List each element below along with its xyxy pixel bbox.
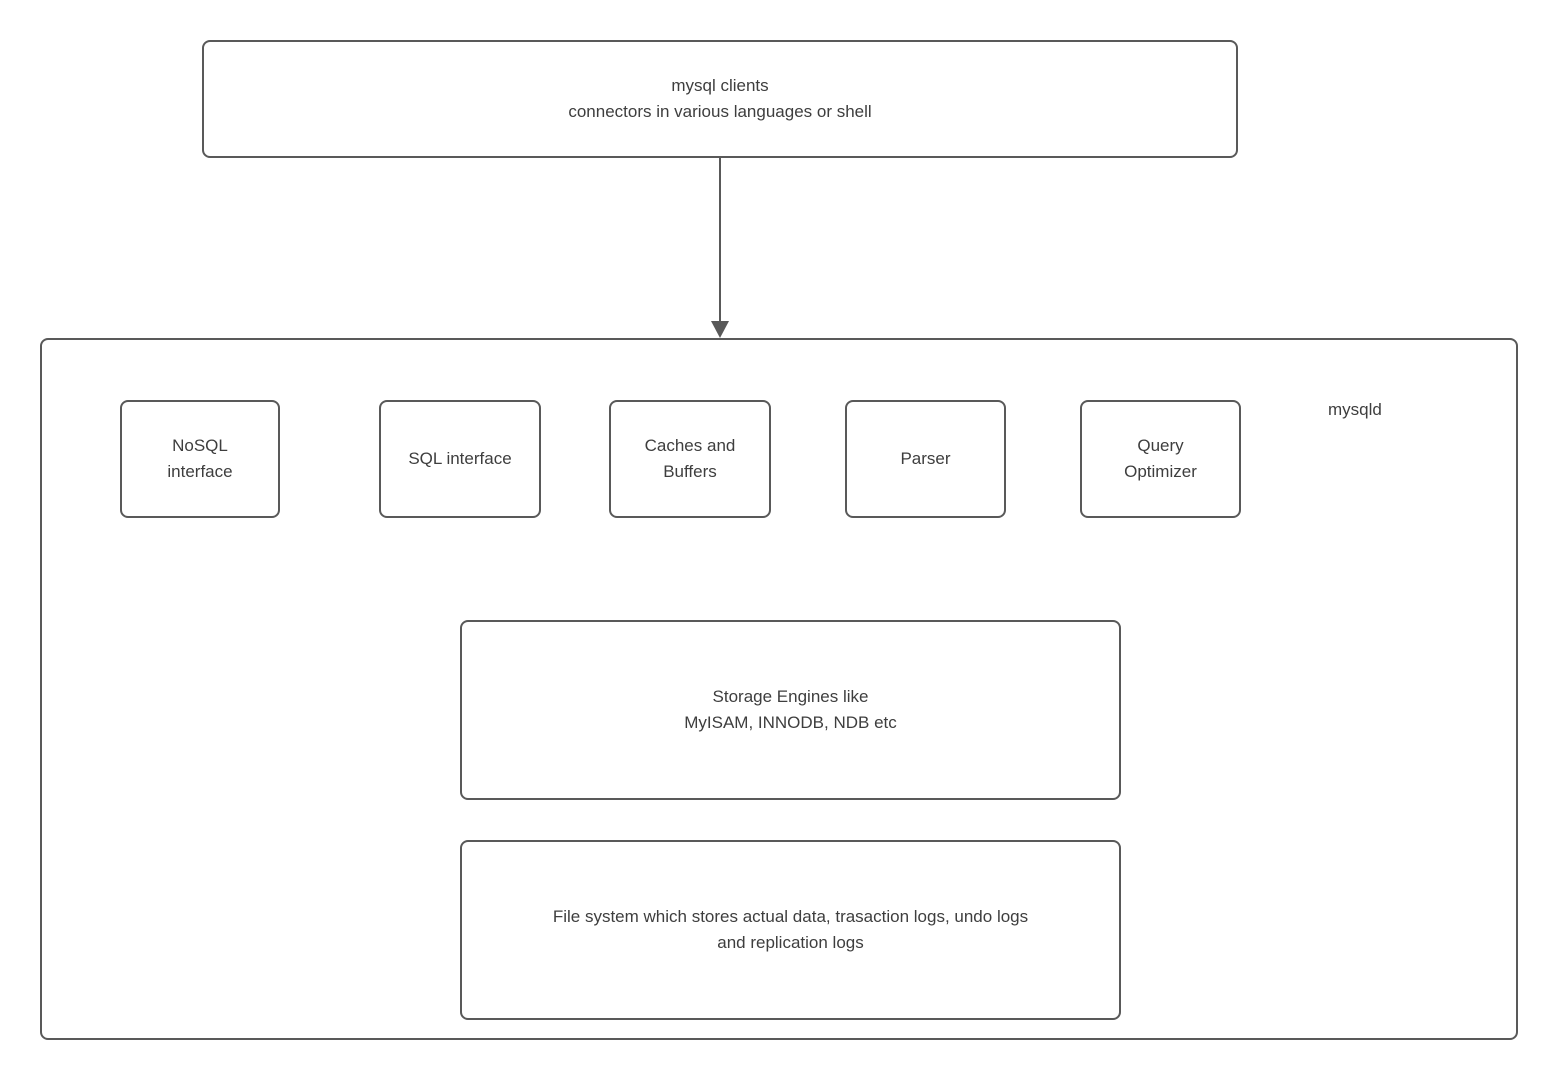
mysql-clients-label: mysql clients connectors in various lang…: [568, 76, 872, 121]
node-caches-and-buffers: Caches and Buffers: [609, 400, 771, 518]
caches-and-buffers-label: Caches and Buffers: [644, 436, 736, 481]
client-to-mysqld-arrow: [704, 158, 736, 338]
parser-label: Parser: [900, 449, 951, 468]
node-nosql-interface: NoSQL interface: [120, 400, 280, 518]
mysqld-label: mysqld: [1328, 400, 1382, 419]
node-file-system: File system which stores actual data, tr…: [460, 840, 1121, 1020]
node-query-optimizer: Query Optimizer: [1080, 400, 1241, 518]
storage-engines-label: Storage Engines like MyISAM, INNODB, NDB…: [684, 687, 897, 732]
node-parser: Parser: [845, 400, 1006, 518]
file-system-label: File system which stores actual data, tr…: [552, 907, 1029, 952]
nosql-interface-label: NoSQL interface: [167, 436, 233, 481]
arrow-shaft: [719, 158, 721, 324]
node-sql-interface: SQL interface: [379, 400, 541, 518]
node-storage-engines: Storage Engines like MyISAM, INNODB, NDB…: [460, 620, 1121, 800]
sql-interface-label: SQL interface: [408, 449, 512, 468]
arrow-head-icon: [711, 321, 729, 338]
query-optimizer-label: Query Optimizer: [1124, 436, 1197, 481]
node-mysql-clients: mysql clients connectors in various lang…: [202, 40, 1238, 158]
